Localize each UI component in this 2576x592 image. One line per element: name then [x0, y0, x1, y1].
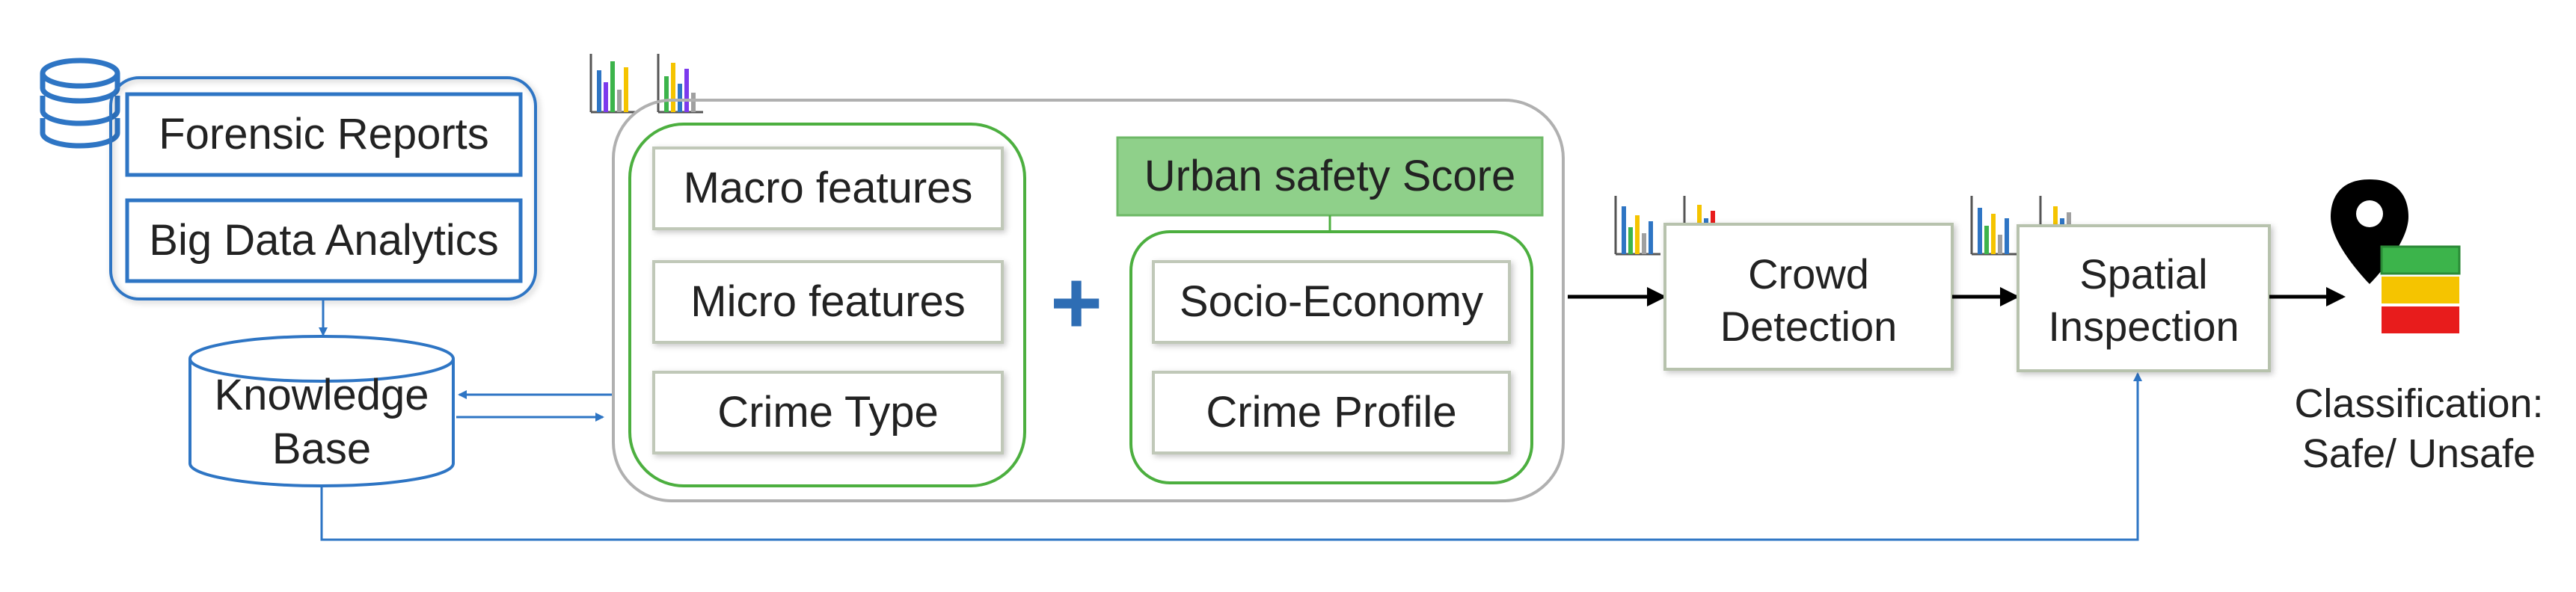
urban-safety-group — [1129, 230, 1533, 484]
urban-safety-score-label: Urban safety Score — [1144, 151, 1516, 200]
macro-features-box — [652, 147, 1004, 230]
knowledge-base-cylinder — [188, 335, 455, 487]
forensic-reports-label: Forensic Reports — [159, 109, 489, 158]
knowledge-base-line2: Base — [272, 425, 372, 473]
knowledge-base-line1: Knowledge — [214, 370, 429, 419]
micro-features-box — [652, 260, 1004, 344]
big-data-analytics-box — [125, 198, 523, 283]
bar-chart-icon — [657, 54, 703, 114]
crime-profile-label: Crime Profile — [1206, 387, 1457, 437]
plus-operator: + — [1049, 253, 1103, 353]
feature-container — [612, 99, 1565, 502]
socio-economy-label: Socio-Economy — [1179, 277, 1484, 326]
crowd-detection-line1: Crowd — [1748, 250, 1869, 297]
crime-type-label: Crime Type — [717, 387, 939, 437]
safety-level-icon — [2380, 245, 2461, 333]
classification-label: Classification: Safe/ Unsafe — [2266, 369, 2572, 489]
crime-type-box — [652, 371, 1004, 454]
classification-line1: Classification: — [2294, 380, 2544, 426]
crime-features-group — [628, 123, 1026, 487]
spatial-inspection-line1: Spatial — [2079, 250, 2208, 297]
bar-chart-icon — [1970, 196, 2017, 256]
sources-group — [109, 76, 537, 300]
micro-features-label: Micro features — [690, 277, 966, 326]
bar-chart-icon — [1614, 196, 1660, 256]
crowd-detection-box — [1663, 223, 1954, 371]
forensic-reports-box — [125, 92, 523, 177]
big-data-analytics-label: Big Data Analytics — [149, 215, 499, 265]
crowd-detection-label: Crowd Detection — [1665, 233, 1952, 368]
spatial-inspection-line2: Inspection — [2048, 303, 2239, 350]
crowd-detection-line2: Detection — [1720, 303, 1898, 350]
crime-profile-box — [1152, 371, 1511, 454]
spatial-inspection-label: Spatial Inspection — [2018, 233, 2269, 368]
database-icon — [40, 58, 120, 149]
classification-line2: Safe/ Unsafe — [2301, 431, 2536, 476]
knowledge-base-label: Knowledge Base — [190, 366, 453, 478]
macro-features-label: Macro features — [683, 163, 973, 212]
arrow-kb-to-spatial-inspection — [320, 372, 2142, 541]
socio-economy-box — [1152, 260, 1511, 344]
bar-chart-icon — [589, 54, 636, 114]
